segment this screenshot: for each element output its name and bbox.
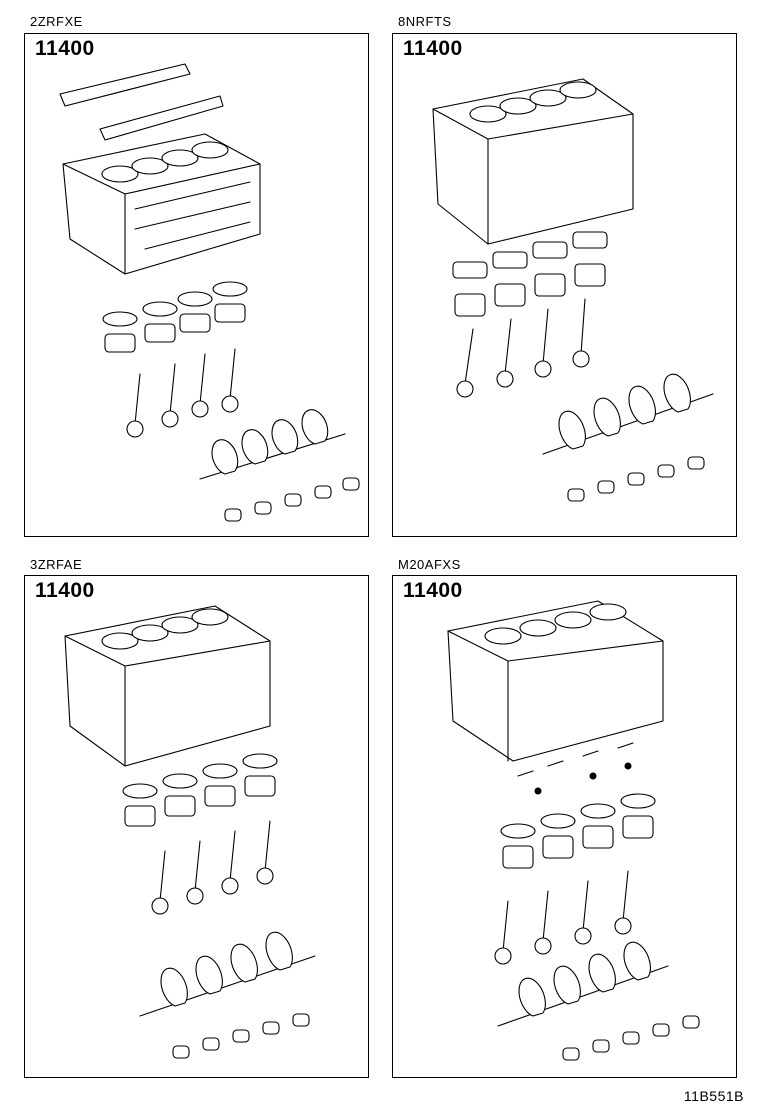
engine-block [447, 600, 664, 762]
engine-assembly-illustration [432, 78, 714, 502]
piston-set [452, 231, 608, 317]
crankshaft [199, 409, 346, 480]
model-label-2zrfxe: 2ZRFXE [30, 14, 83, 29]
model-label-3zrfae: 3ZRFAE [30, 557, 83, 572]
bearing-shells [567, 456, 705, 502]
model-label-m20afxs: M20AFXS [398, 557, 461, 572]
connecting-rods [456, 298, 590, 398]
connecting-rods [126, 348, 239, 438]
crankshaft [139, 931, 316, 1017]
crankshaft [542, 373, 714, 455]
engine-assembly-illustration [447, 600, 700, 1061]
crankshaft [497, 941, 669, 1027]
part-code: 11400 [403, 37, 463, 60]
panel-8nrfts: 11400 [392, 33, 737, 537]
piston-set [122, 753, 278, 827]
connecting-rods [494, 870, 632, 965]
piston-set [102, 281, 248, 353]
panel-m20afxs: 11400 [392, 575, 737, 1078]
model-label-8nrfts: 8NRFTS [398, 14, 452, 29]
bearing-shells [172, 1013, 310, 1059]
bearing-shells [562, 1015, 700, 1061]
connecting-rods [151, 820, 274, 915]
part-code: 11400 [35, 37, 95, 60]
engine-assembly-illustration [59, 63, 360, 522]
panel-3zrfae: 11400 [24, 575, 369, 1078]
bearing-shells [224, 477, 360, 522]
engine-block [64, 605, 271, 767]
part-code: 11400 [35, 579, 95, 602]
engine-block [62, 133, 261, 275]
panel-2zrfxe: 11400 [24, 33, 369, 537]
bolt-set [517, 742, 634, 795]
engine-assembly-illustration [64, 605, 316, 1059]
diagram-code: 11B551B [683, 1088, 744, 1104]
gasket-strip [59, 63, 224, 141]
part-code: 11400 [403, 579, 463, 602]
piston-set [500, 793, 656, 869]
engine-block [432, 78, 634, 245]
